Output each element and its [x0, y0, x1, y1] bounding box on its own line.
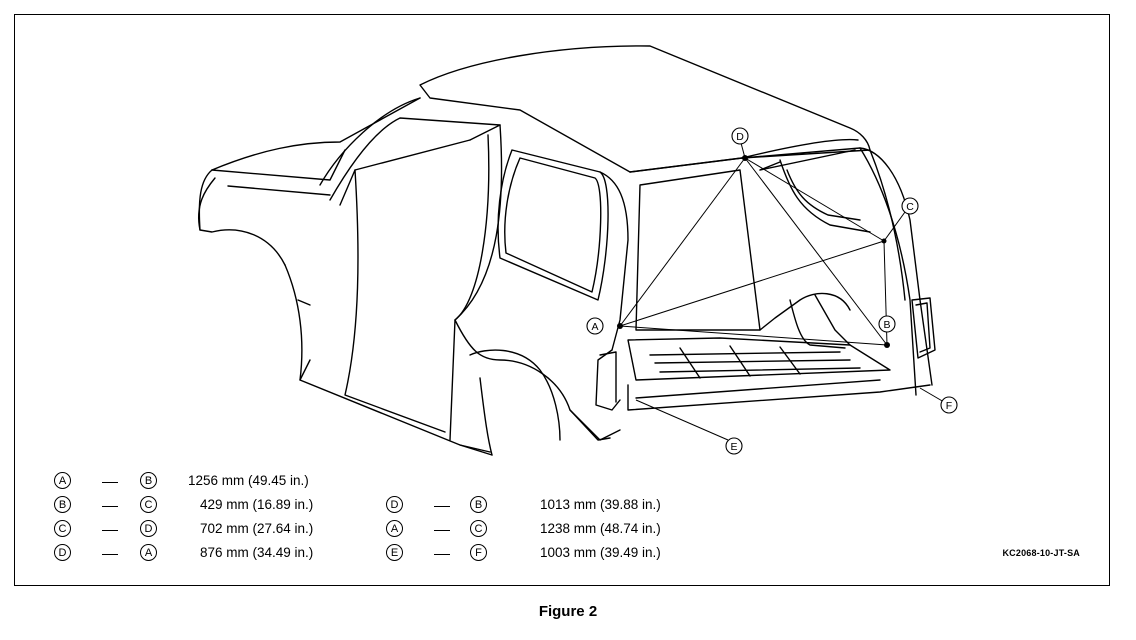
point-marker: A	[140, 544, 157, 561]
svg-text:C: C	[906, 201, 914, 213]
drawing-code: KC2068-10-JT-SA	[1002, 548, 1080, 558]
measurement-value: 702 mm (27.64 in.)	[200, 521, 314, 536]
legend-row: D A 876 mm (34.49 in.)	[48, 542, 408, 564]
point-marker: C	[470, 520, 487, 537]
point-marker: C	[54, 520, 71, 537]
point-marker: C	[140, 496, 157, 513]
point-marker: A	[386, 520, 403, 537]
point-label-a: A	[586, 317, 604, 335]
point-marker: A	[54, 472, 71, 489]
measurement-value: 1013 mm (39.88 in.)	[540, 497, 661, 512]
legend-row: C D 702 mm (27.64 in.)	[48, 518, 408, 540]
point-marker: D	[386, 496, 403, 513]
point-label-d: D	[731, 127, 749, 145]
point-marker: B	[54, 496, 71, 513]
measurement-legend: A B 1256 mm (49.45 in.) B C 429 mm (16.8…	[48, 470, 1088, 580]
legend-row: E F 1003 mm (39.49 in.)	[380, 542, 740, 564]
dash	[102, 530, 118, 531]
measurement-value: 1003 mm (39.49 in.)	[540, 545, 661, 560]
svg-text:D: D	[736, 131, 744, 143]
point-label-c: C	[901, 197, 919, 215]
point-marker: B	[140, 472, 157, 489]
dash	[434, 554, 450, 555]
point-label-f: F	[940, 396, 958, 414]
figure-frame	[14, 14, 1110, 586]
legend-row: D B 1013 mm (39.88 in.)	[380, 494, 740, 516]
measurement-value: 1238 mm (48.74 in.)	[540, 521, 661, 536]
dash	[434, 530, 450, 531]
measurement-points	[617, 155, 890, 348]
point-marker: D	[140, 520, 157, 537]
point-marker: D	[54, 544, 71, 561]
point-marker: E	[386, 544, 403, 561]
dash	[102, 506, 118, 507]
dash	[102, 554, 118, 555]
legend-row: B C 429 mm (16.89 in.)	[48, 494, 408, 516]
point-marker: B	[470, 496, 487, 513]
measurement-value: 429 mm (16.89 in.)	[200, 497, 314, 512]
dash	[102, 482, 118, 483]
legend-row: A B 1256 mm (49.45 in.)	[48, 470, 408, 492]
point-label-b: B	[878, 315, 896, 333]
measurement-value: 876 mm (34.49 in.)	[200, 545, 314, 560]
svg-text:F: F	[946, 400, 952, 412]
figure-caption: Figure 2	[538, 603, 598, 620]
point-marker: F	[470, 544, 487, 561]
dash	[434, 506, 450, 507]
measurement-value: 1256 mm (49.45 in.)	[188, 473, 309, 488]
legend-row: A C 1238 mm (48.74 in.)	[380, 518, 740, 540]
svg-text:E: E	[730, 441, 737, 453]
body-outline	[198, 45, 936, 456]
point-label-e: E	[725, 437, 743, 455]
svg-text:A: A	[591, 321, 598, 333]
svg-text:B: B	[883, 319, 890, 331]
